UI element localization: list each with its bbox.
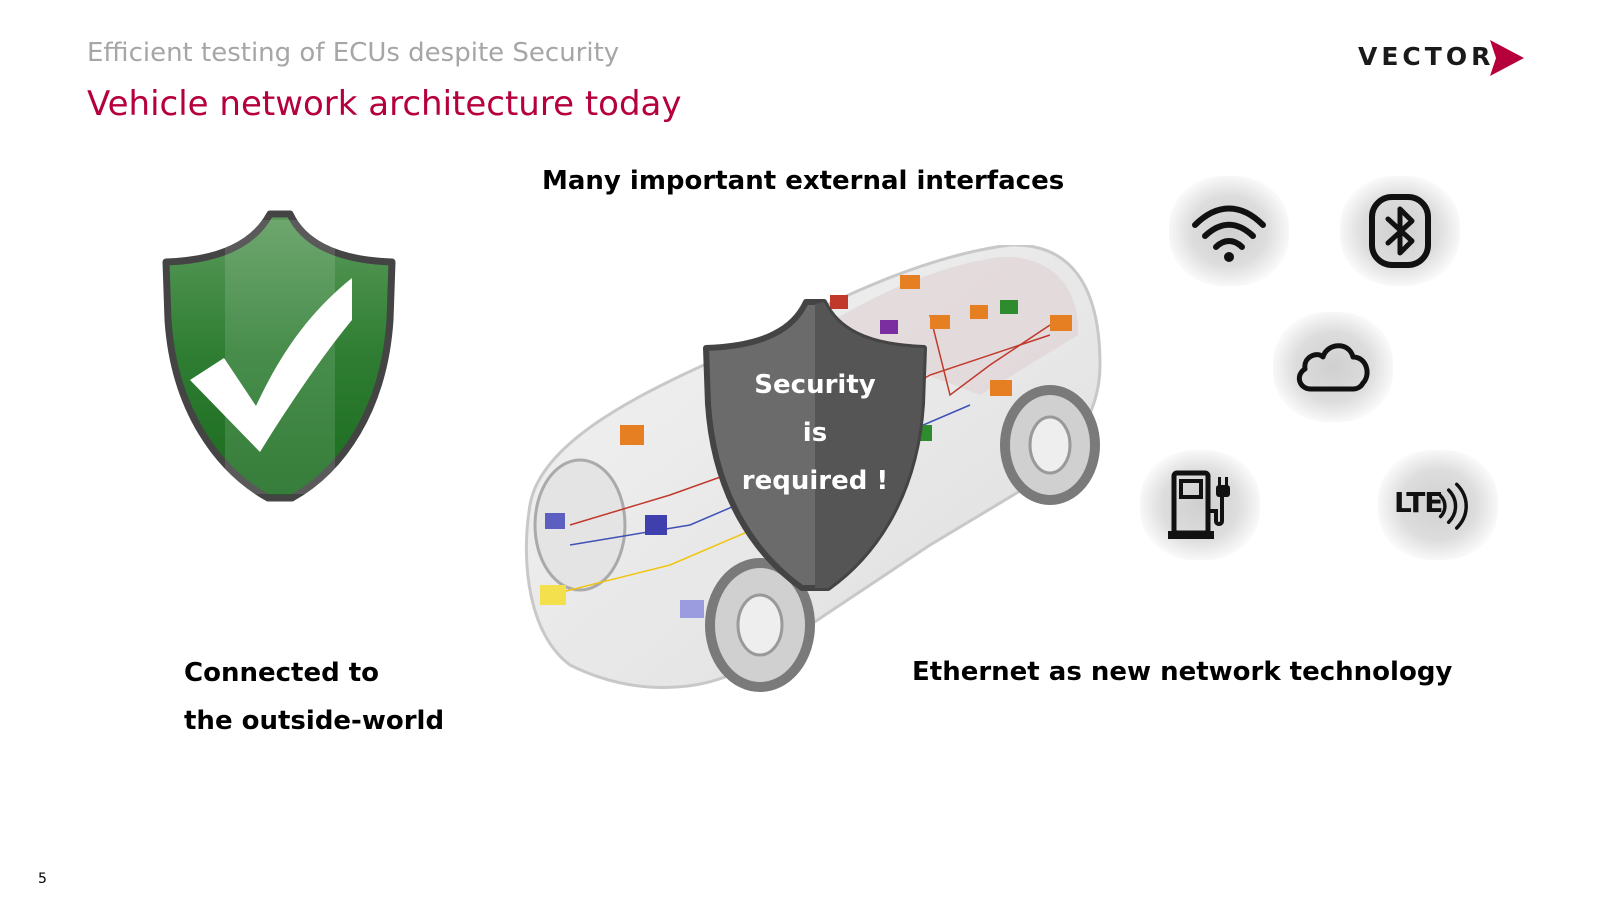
shield-text-line2: is (802, 418, 828, 448)
lte-signal-icon (1438, 482, 1468, 530)
grey-shield-icon (703, 299, 927, 591)
shield-text-line1: Security (754, 370, 876, 400)
security-shield: Security is required ! (690, 298, 940, 594)
cloud-icon (1296, 343, 1370, 392)
shield-text-line3: required ! (741, 466, 889, 496)
slide-title: Vehicle network architecture today (87, 84, 682, 124)
vector-logo: VECTOR (1358, 38, 1528, 80)
connected-label-line2: the outside-world (184, 706, 445, 736)
cloud-bubble (1273, 312, 1393, 422)
bluetooth-icon (1369, 194, 1431, 268)
interfaces-label: Many important external interfaces (542, 166, 1065, 196)
charging-station-icon (1168, 470, 1230, 539)
charging-station-bubble (1140, 450, 1260, 560)
logo-text: VECTOR (1358, 42, 1495, 71)
lte-bubble: LTE (1378, 450, 1498, 560)
wifi-bubble (1169, 176, 1289, 286)
page-number: 5 (38, 871, 47, 887)
logo-chevron-icon (1490, 40, 1524, 76)
bluetooth-bubble (1340, 176, 1460, 286)
ethernet-label: Ethernet as new network technology (912, 657, 1453, 687)
slide-subtitle: Efficient testing of ECUs despite Securi… (87, 38, 620, 68)
connected-label-line1: Connected to (184, 658, 380, 688)
lte-label: LTE (1394, 486, 1443, 519)
wifi-icon (1192, 205, 1266, 262)
green-shield-check-icon (162, 210, 396, 502)
